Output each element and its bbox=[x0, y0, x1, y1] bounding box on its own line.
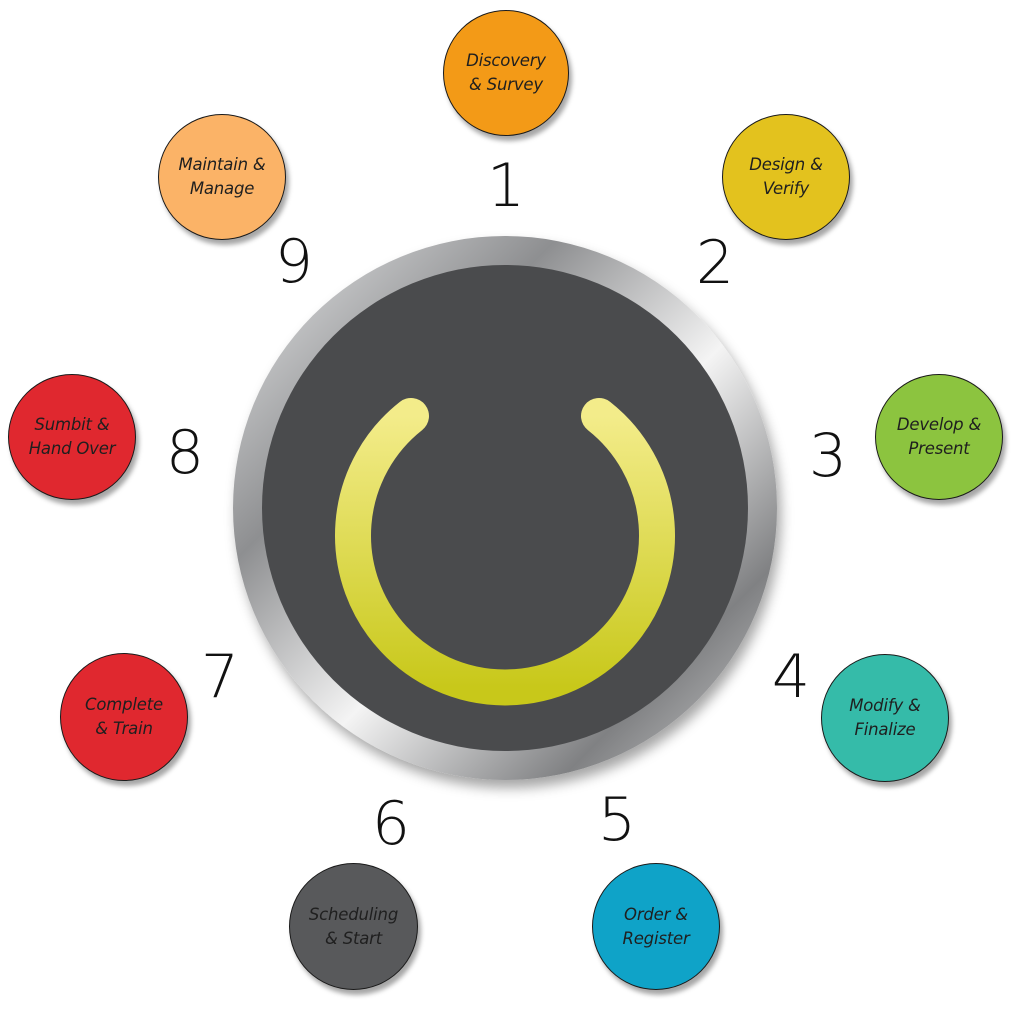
step-2-design-verify: Design & Verify bbox=[722, 114, 850, 240]
step-number-5: 5 bbox=[597, 785, 637, 855]
step-label: Develop & Present bbox=[896, 415, 982, 458]
step-label: Sumbit & Hand Over bbox=[28, 415, 116, 458]
step-number-4: 4 bbox=[771, 642, 811, 712]
step-number-3: 3 bbox=[808, 421, 848, 491]
step-3-develop-present: Develop & Present bbox=[875, 374, 1003, 500]
step-9-maintain-manage: Maintain & Manage bbox=[158, 114, 286, 240]
step-label: Complete & Train bbox=[85, 695, 163, 738]
step-label: Maintain & Manage bbox=[178, 155, 266, 198]
step-label: Discovery & Survey bbox=[466, 51, 546, 94]
step-number-8: 8 bbox=[165, 418, 205, 488]
step-label: Order & Register bbox=[622, 904, 690, 948]
step-label: Design & Verify bbox=[749, 155, 823, 198]
step-number-6: 6 bbox=[371, 789, 411, 859]
step-6-scheduling-start: Scheduling & Start bbox=[289, 863, 418, 990]
step-8-submit-hand-over: Sumbit & Hand Over bbox=[8, 374, 136, 500]
step-number-1: 1 bbox=[486, 151, 526, 221]
step-number-2: 2 bbox=[695, 228, 735, 298]
step-label: Modify & Finalize bbox=[849, 696, 921, 739]
step-1-discovery-survey: Discovery & Survey bbox=[443, 10, 569, 136]
step-7-complete-train: Complete & Train bbox=[60, 653, 188, 781]
step-5-order-register: Order & Register bbox=[592, 863, 720, 990]
step-number-7: 7 bbox=[200, 642, 240, 712]
step-label: Scheduling & Start bbox=[308, 904, 399, 948]
power-icon bbox=[335, 332, 675, 706]
step-4-modify-finalize: Modify & Finalize bbox=[821, 654, 949, 782]
step-number-9: 9 bbox=[274, 227, 314, 297]
